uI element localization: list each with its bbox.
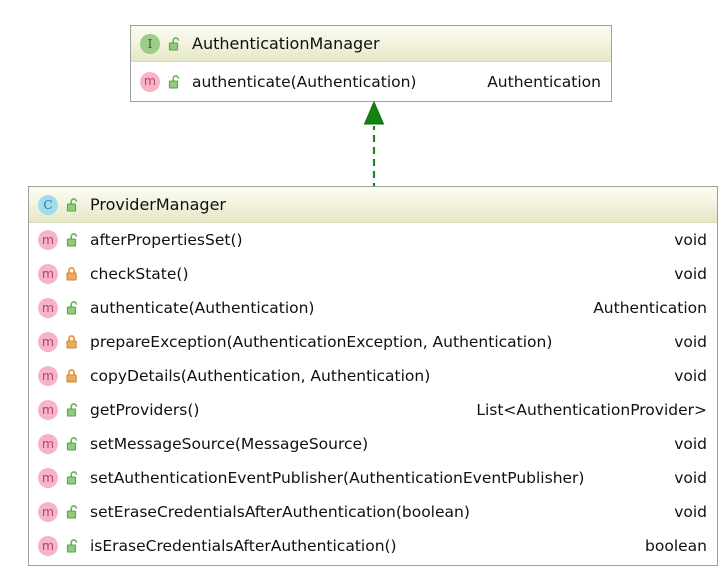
member-return-type: void — [674, 231, 707, 249]
member-return-type: void — [674, 265, 707, 283]
unlocked-padlock-green-icon — [64, 298, 82, 318]
method-icon: m — [37, 331, 59, 353]
interface-members: m authenticate(Authentication) Authentic… — [131, 62, 611, 101]
member-return-type: boolean — [645, 537, 707, 555]
member-signature: prepareException(AuthenticationException… — [90, 333, 553, 351]
member-signature: setEraseCredentialsAfterAuthentication(b… — [90, 503, 470, 521]
member-row[interactable]: m copyDetails(Authentication, Authenticat… — [29, 359, 717, 393]
method-icon-letter: m — [38, 366, 58, 386]
method-icon: m — [37, 297, 59, 319]
unlocked-padlock-green-icon — [166, 34, 184, 54]
member-signature: setAuthenticationEventPublisher(Authenti… — [90, 469, 585, 487]
interface-header[interactable]: I AuthenticationManager — [131, 26, 611, 62]
interface-name: AuthenticationManager — [192, 34, 380, 53]
member-return-type: Authentication — [593, 299, 707, 317]
member-signature: setMessageSource(MessageSource) — [90, 435, 369, 453]
member-row[interactable]: m setEraseCredentialsAfterAuthentication(… — [29, 495, 717, 529]
locked-padlock-orange-icon — [64, 366, 82, 386]
method-icon: m — [139, 71, 161, 93]
member-row[interactable]: m isEraseCredentialsAfterAuthentication()… — [29, 529, 717, 563]
interface-box-authentication-manager[interactable]: I AuthenticationManager m authenticate(A… — [130, 25, 612, 102]
member-return-type: Authentication — [487, 72, 601, 91]
method-icon-letter: m — [38, 332, 58, 352]
member-row[interactable]: m authenticate(Authentication) Authenticat… — [29, 291, 717, 325]
member-signature: authenticate(Authentication) — [90, 299, 315, 317]
method-icon-letter: m — [38, 298, 58, 318]
method-icon-letter: m — [38, 400, 58, 420]
method-icon-letter: m — [38, 264, 58, 284]
member-return-type: void — [674, 367, 707, 385]
unlocked-padlock-green-icon — [166, 72, 184, 92]
member-return-type: List<AuthenticationProvider> — [476, 401, 707, 419]
member-signature: afterPropertiesSet() — [90, 231, 243, 249]
class-header[interactable]: C ProviderManager — [29, 187, 717, 223]
class-box-provider-manager[interactable]: C ProviderManager m afterPropertiesSet() v… — [28, 186, 718, 566]
unlocked-padlock-green-icon — [64, 230, 82, 250]
class-icon: C — [37, 194, 59, 216]
method-icon: m — [37, 467, 59, 489]
member-row[interactable]: m setAuthenticationEventPublisher(Authent… — [29, 461, 717, 495]
member-signature: checkState() — [90, 265, 189, 283]
member-row[interactable]: m getProviders() List<AuthenticationProvid… — [29, 393, 717, 427]
interface-icon: I — [139, 33, 161, 55]
unlocked-padlock-green-icon — [64, 195, 82, 215]
member-row[interactable]: m checkState() void — [29, 257, 717, 291]
unlocked-padlock-green-icon — [64, 502, 82, 522]
method-icon: m — [37, 433, 59, 455]
member-row[interactable]: m setMessageSource(MessageSource) void — [29, 427, 717, 461]
realization-connector — [362, 100, 386, 190]
locked-padlock-orange-icon — [64, 264, 82, 284]
unlocked-padlock-green-icon — [64, 536, 82, 556]
class-name: ProviderManager — [90, 195, 227, 214]
member-return-type: void — [674, 435, 707, 453]
member-row[interactable]: m afterPropertiesSet() void — [29, 223, 717, 257]
member-signature: copyDetails(Authentication, Authenticati… — [90, 367, 431, 385]
member-return-type: void — [674, 469, 707, 487]
unlocked-padlock-green-icon — [64, 468, 82, 488]
class-members: m afterPropertiesSet() void m checkState() vo… — [29, 223, 717, 563]
method-icon: m — [37, 399, 59, 421]
member-signature: getProviders() — [90, 401, 200, 419]
method-icon-letter: m — [38, 536, 58, 556]
member-row[interactable]: m authenticate(Authentication) Authentic… — [131, 62, 611, 101]
member-return-type: void — [674, 333, 707, 351]
unlocked-padlock-green-icon — [64, 434, 82, 454]
method-icon: m — [37, 229, 59, 251]
member-return-type: void — [674, 503, 707, 521]
locked-padlock-orange-icon — [64, 332, 82, 352]
method-icon: m — [37, 263, 59, 285]
member-row[interactable]: m prepareException(AuthenticationExceptio… — [29, 325, 717, 359]
interface-icon-letter: I — [140, 33, 160, 54]
member-signature: isEraseCredentialsAfterAuthentication() — [90, 537, 397, 555]
class-icon-letter: C — [38, 194, 58, 215]
method-icon: m — [37, 501, 59, 523]
method-icon: m — [37, 535, 59, 557]
method-icon-letter: m — [38, 434, 58, 454]
member-signature: authenticate(Authentication) — [192, 72, 417, 91]
method-icon-letter: m — [140, 71, 160, 92]
method-icon: m — [37, 365, 59, 387]
method-icon-letter: m — [38, 502, 58, 522]
method-icon-letter: m — [38, 230, 58, 250]
unlocked-padlock-green-icon — [64, 400, 82, 420]
method-icon-letter: m — [38, 468, 58, 488]
